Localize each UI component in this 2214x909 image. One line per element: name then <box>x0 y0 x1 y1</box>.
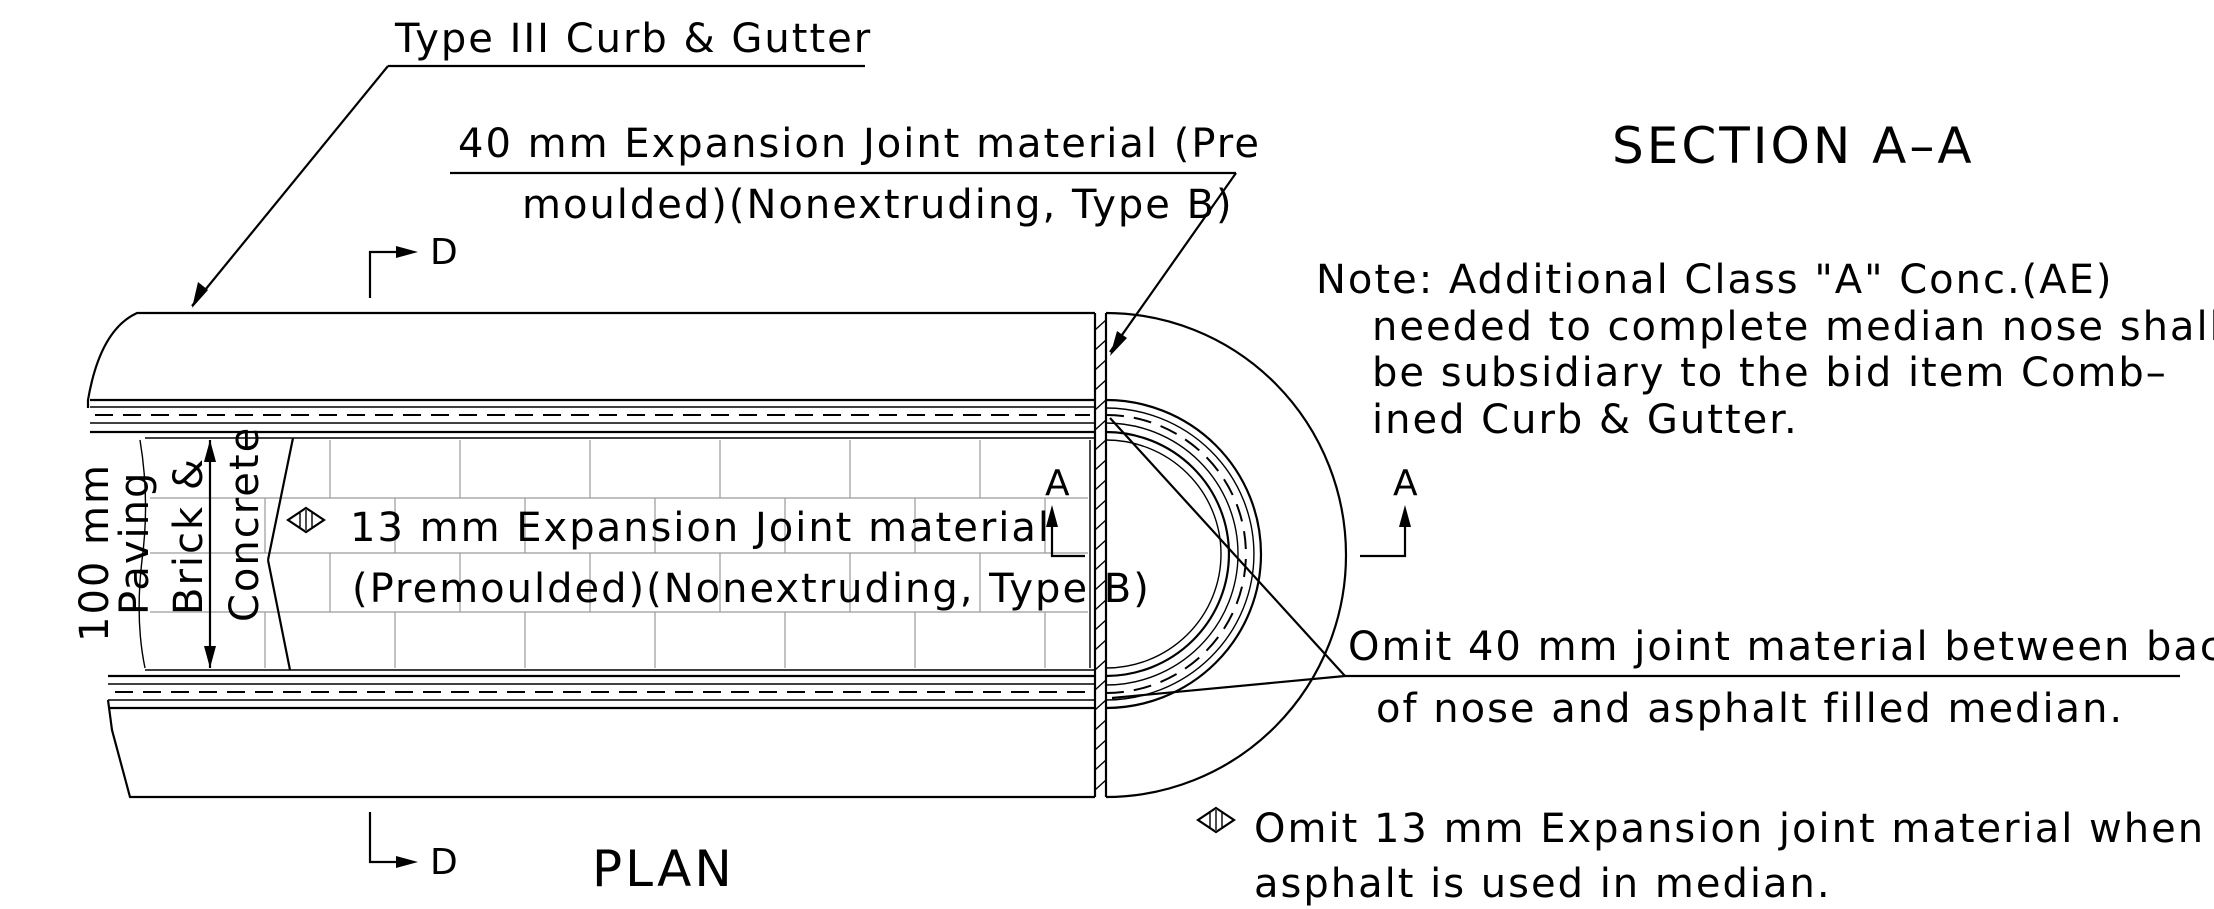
concrete-label: Concrete <box>222 426 268 622</box>
joint40-leader <box>1109 172 1237 353</box>
nose-arc-5 <box>1105 430 1231 678</box>
section-a-left-marker <box>1050 512 1085 558</box>
section-a-right-marker <box>1360 512 1407 558</box>
paving-dim-arrow-top <box>204 440 216 462</box>
omit13-label-line1: Omit 13 mm Expansion joint material when <box>1254 806 2205 852</box>
joint13-leader-bot <box>266 559 292 671</box>
section-d-bottom-marker <box>368 812 410 864</box>
joint13-label-line2: (Premoulded)(Nonextruding, Type B) <box>352 566 1151 612</box>
omit40-label-line2: of nose and asphalt filled median. <box>1376 686 2124 732</box>
section-title: SECTION A–A <box>1612 117 1975 175</box>
section-d-top-marker <box>368 250 410 298</box>
curb-leader <box>191 65 389 307</box>
omit40-leader-a <box>1109 417 1346 677</box>
section-d-bottom-label: D <box>430 842 459 883</box>
nose-arc-1 <box>1105 398 1263 710</box>
nose-arc-4 <box>1105 422 1239 686</box>
paving-100mm-label: 100 mm <box>72 463 118 642</box>
nose-arc-3 <box>1105 414 1247 694</box>
joint13-leader-top <box>266 437 295 561</box>
brick-pattern <box>150 440 1088 668</box>
joint40-label-line2: moulded)(Nonextruding, Type B) <box>522 182 1234 228</box>
nose-outer-arc <box>1105 311 1348 799</box>
curb-leader-arrow <box>192 282 208 308</box>
plan-label: PLAN <box>592 840 735 898</box>
paving-left-edge <box>138 439 147 669</box>
omit40-label-line1: Omit 40 mm joint material between back <box>1348 624 2214 670</box>
joint40-leader-arrow <box>1110 331 1127 356</box>
bottom-curb-outline <box>106 699 1095 799</box>
section-d-top-label: D <box>430 232 459 273</box>
end-joint-hatch <box>1094 319 1107 791</box>
diamond-symbol-13mm <box>286 506 326 534</box>
note-line-4: ined Curb & Gutter. <box>1372 397 1799 443</box>
note-line-3: be subsidiary to the bid item Comb– <box>1372 350 2168 396</box>
top-curb-outline <box>86 311 1095 408</box>
nose-arc-2 <box>1105 407 1255 701</box>
curb-gutter-label: Type III Curb & Gutter <box>394 16 872 62</box>
section-a-right-label: A <box>1393 463 1419 504</box>
diamond-symbol-omit13 <box>1196 806 1236 834</box>
section-a-right-arrow <box>1399 505 1411 527</box>
note-line-1: Note: Additional Class "A" Conc.(AE) <box>1316 257 2114 303</box>
section-a-left-arrow <box>1046 505 1058 527</box>
paving-dim-arrow-bot <box>204 646 216 668</box>
section-d-top-arrow <box>396 246 418 258</box>
brick-label: Brick & <box>166 457 212 615</box>
section-d-bottom-arrow <box>396 856 418 868</box>
nose-arc-6 <box>1105 439 1222 669</box>
omit13-label-line2: asphalt is used in median. <box>1254 861 1832 907</box>
omit40-leader-b <box>1111 674 1346 700</box>
note-line-2: needed to complete median nose shall <box>1372 304 2214 350</box>
paving-word-label: Paving <box>112 471 158 615</box>
joint13-label-line1: 13 mm Expansion Joint material <box>350 505 1051 551</box>
joint40-label-line1: 40 mm Expansion Joint material (Pre <box>458 121 1261 167</box>
section-a-left-label: A <box>1045 463 1071 504</box>
